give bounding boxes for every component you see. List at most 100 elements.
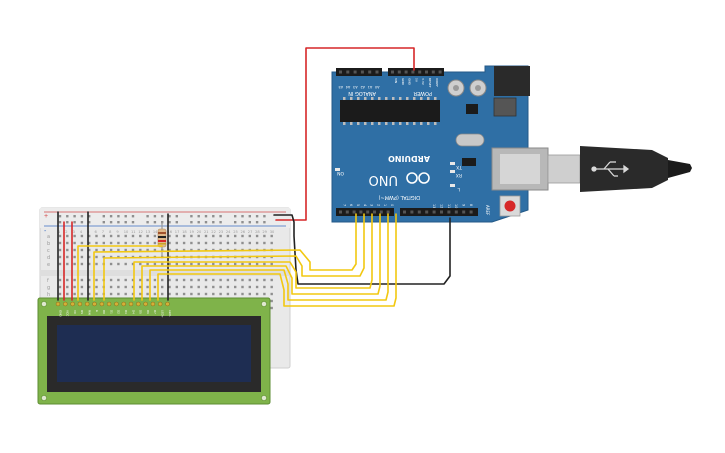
wire-e <box>103 213 365 301</box>
digital-pin-label: 5 <box>356 204 360 206</box>
lcd-pin[interactable] <box>121 301 126 307</box>
lcd-pin[interactable] <box>157 301 163 307</box>
digital-pin-label: 9 <box>462 204 466 206</box>
column-number: 3 <box>73 230 75 234</box>
lcd-pin[interactable] <box>165 301 170 307</box>
digital-pin-label: 3 <box>370 204 374 206</box>
analog-pin-label: A2 <box>360 85 364 89</box>
wire-contrast <box>77 245 163 301</box>
column-number: 6 <box>95 230 98 234</box>
uno-model: UNO <box>369 172 398 187</box>
row-letter: b <box>47 241 50 247</box>
digital-pin-label: 10 <box>454 204 458 208</box>
wire-gnd <box>273 214 451 285</box>
lcd-pin[interactable] <box>106 301 112 307</box>
lcd-pin-label: VCC <box>66 310 70 317</box>
digital-header-low <box>336 208 394 216</box>
column-number: 20 <box>197 230 202 234</box>
tx-label: TX <box>456 164 463 170</box>
column-number: 27 <box>248 230 253 234</box>
power-pin-label: VIN <box>394 78 398 83</box>
power-pin-label: GND <box>401 78 405 86</box>
column-number: 23 <box>219 230 224 234</box>
digital-pin-label: 4 <box>363 204 367 206</box>
lcd-pin-label: GND <box>58 310 62 318</box>
analog-header <box>336 68 382 76</box>
digital-pin-label: 6 <box>349 204 353 206</box>
lcd-pin[interactable] <box>99 301 105 307</box>
lcd-pin[interactable] <box>84 301 90 307</box>
column-number: 11 <box>131 230 136 234</box>
digital-label: DIGITAL (PWM~) <box>378 194 420 200</box>
digital-pin-label: 0 <box>390 204 394 206</box>
lcd-pin[interactable] <box>70 301 75 307</box>
column-number: 29 <box>262 230 267 234</box>
column-number: 4 <box>80 230 83 234</box>
usb-icon <box>591 161 630 177</box>
digital-pin-label: 13 <box>432 204 436 208</box>
power-pin-label: RESET <box>428 78 432 88</box>
power-pin-label: IOREF <box>435 78 439 87</box>
board-labels: ARDUINO UNO ANALOG IN POWER DIGITAL (PWM… <box>337 90 490 216</box>
analog-pin-label: A0 <box>375 85 379 89</box>
analog-in-label: ANALOG IN <box>348 90 376 96</box>
power-label: POWER <box>413 90 432 96</box>
arduino-brand: ARDUINO <box>388 154 430 163</box>
lcd-pin[interactable] <box>114 301 119 307</box>
aref-label: AREF <box>485 205 490 216</box>
atmega-chip <box>340 100 440 122</box>
lcd-pin-label: RS <box>80 310 84 314</box>
lcd-pin-label: D5 <box>139 310 143 314</box>
lcd-pin-label: D2 <box>117 310 121 314</box>
power-pin-label: 3.3V <box>421 78 425 86</box>
lcd-pin[interactable] <box>136 301 141 307</box>
lcd-pin[interactable] <box>92 301 97 307</box>
row-letter: h <box>47 292 50 298</box>
lcd-pin-label: D6 <box>146 310 150 314</box>
column-number: 28 <box>255 230 260 234</box>
row-letter: d <box>47 255 50 261</box>
column-number: 26 <box>241 230 246 234</box>
analog-pin-label: A1 <box>368 85 372 89</box>
lcd-pin-label: V0 <box>73 310 77 314</box>
wire-d7 <box>157 213 397 307</box>
lcd-pin[interactable] <box>77 301 83 307</box>
lcd-pin-label: D0 <box>102 310 106 314</box>
column-number: 18 <box>182 230 187 234</box>
column-number: 12 <box>138 230 143 234</box>
column-number: 16 <box>168 230 173 234</box>
row-letter: f <box>47 278 49 284</box>
lcd-pin[interactable] <box>143 301 148 307</box>
row-letter: c <box>47 248 50 254</box>
column-number: 30 <box>270 230 275 234</box>
power-jack <box>494 66 530 96</box>
column-number: 7 <box>102 230 104 234</box>
lcd-pin[interactable] <box>150 301 156 307</box>
lcd-pin-label: E <box>95 310 99 312</box>
lcd-pin-label: LED- <box>168 310 172 317</box>
column-number: 19 <box>189 230 194 234</box>
analog-pin-label: A4 <box>346 85 350 89</box>
digital-pin-label: 1 <box>383 204 387 206</box>
power-pin-label: GND <box>408 78 412 86</box>
lcd-pin-label: LED+ <box>161 310 165 318</box>
wires <box>57 47 451 307</box>
minus-rail-label: - <box>44 228 47 235</box>
digital-pin-label: 11 <box>447 204 451 208</box>
wire-d5 <box>141 213 381 301</box>
lcd-pin-label: D4 <box>131 310 135 314</box>
column-number: 25 <box>233 230 238 234</box>
lcd-pin[interactable] <box>55 301 61 307</box>
reset-button-cap[interactable] <box>504 200 516 212</box>
wire-d6 <box>149 213 389 301</box>
resistor[interactable] <box>157 222 167 256</box>
usb-cable <box>547 146 692 192</box>
lcd-pin[interactable] <box>63 301 68 307</box>
lcd-pin[interactable] <box>128 301 134 307</box>
column-number: 17 <box>175 230 180 234</box>
row-letter: e <box>47 262 50 268</box>
on-label: ON <box>337 170 344 176</box>
lcd-pin-label: RW <box>88 310 92 315</box>
